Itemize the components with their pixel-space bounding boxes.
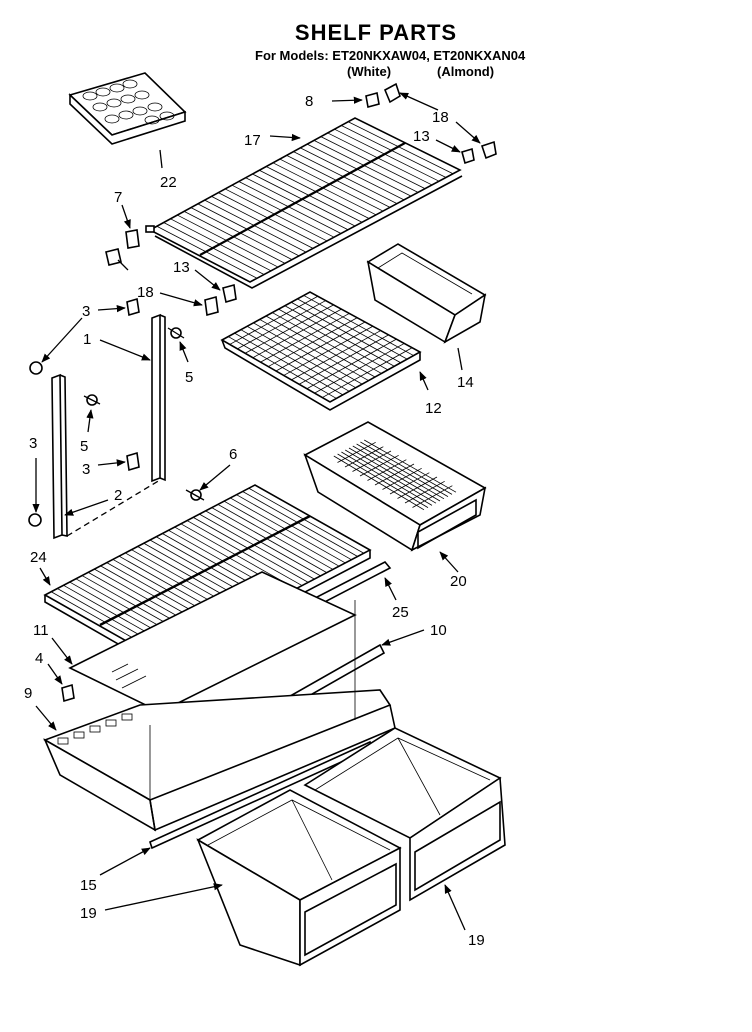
- bracket-part-18-lower: [204, 295, 219, 317]
- leader-25: [384, 577, 397, 601]
- leader-3b: [41, 317, 83, 363]
- models-line: For Models: ET20NKXAW04, ET20NKXAN04: [255, 48, 526, 63]
- leader-9: [35, 705, 57, 731]
- callout-15: 15: [80, 877, 97, 894]
- bracket-left-small: [105, 248, 122, 266]
- upper-wire-shelf-part-17: [145, 117, 463, 289]
- leader-1: [99, 339, 151, 361]
- leader-8: [331, 96, 363, 104]
- bin-part-14: [366, 243, 487, 344]
- rail-part-2: [51, 373, 68, 540]
- leader-19b: [444, 884, 466, 931]
- callout-7: 7: [114, 189, 122, 206]
- ice-tray-part-22: [68, 72, 187, 145]
- leader-5b: [86, 409, 94, 433]
- leader-3c: [97, 459, 126, 467]
- leader-12: [419, 371, 429, 391]
- callout-19a: 19: [80, 905, 97, 922]
- callout-1: 1: [83, 331, 91, 348]
- leader-22: [159, 149, 163, 169]
- callout-10: 10: [430, 622, 447, 639]
- leader-7: [121, 204, 131, 229]
- leader-20: [439, 551, 459, 573]
- leader-6: [199, 464, 231, 491]
- callout-3a: 3: [82, 303, 90, 320]
- clip-part-13-lower: [222, 283, 237, 304]
- callout-22: 22: [160, 174, 177, 191]
- callout-3b: 3: [29, 435, 37, 452]
- screw-part-6: [185, 489, 205, 501]
- callout-2: 2: [114, 487, 122, 504]
- callout-4: 4: [35, 650, 43, 667]
- leader-5a: [179, 341, 189, 363]
- crisper-part-19-right: [303, 727, 506, 902]
- leader-4: [47, 663, 63, 685]
- crisper-part-20: [303, 421, 487, 552]
- leader-14: [457, 347, 463, 371]
- callout-labels: 22 8 18 17 13 7 13 18 3 1 5 14 12 3 5 6 …: [24, 93, 485, 949]
- leader-24: [39, 567, 51, 586]
- callout-18a: 18: [432, 109, 449, 126]
- clip-part-4: [61, 683, 75, 703]
- rail-part-1: [151, 313, 166, 483]
- leader-18a-left: [399, 92, 439, 111]
- rail-connector: [66, 479, 161, 537]
- clip-part-13-upper: [461, 147, 475, 165]
- leader-19a: [104, 883, 223, 911]
- clips-part-3: [28, 297, 140, 527]
- callout-18b: 18: [137, 284, 154, 301]
- clip-part-7: [125, 229, 140, 249]
- callout-17: 17: [244, 132, 261, 149]
- bracket-part-18-upper: [383, 82, 497, 160]
- leader-10: [381, 629, 425, 646]
- callout-11: 11: [33, 622, 49, 639]
- variant-almond-label: (Almond): [437, 64, 495, 79]
- leader-13b: [194, 269, 221, 291]
- callout-14: 14: [457, 374, 474, 391]
- leader-3a: [97, 304, 126, 313]
- callout-3c: 3: [82, 461, 90, 478]
- callout-8: 8: [305, 93, 313, 110]
- leader-13a: [435, 139, 461, 153]
- leader-18b: [159, 292, 203, 307]
- crisper-part-19-left: [196, 789, 402, 967]
- callout-13b: 13: [173, 259, 190, 276]
- callout-12: 12: [425, 400, 442, 417]
- callout-25: 25: [392, 604, 409, 621]
- callout-9: 9: [24, 685, 32, 702]
- callout-5a: 5: [185, 369, 193, 386]
- callout-6: 6: [229, 446, 237, 463]
- leader-15: [99, 847, 151, 876]
- callout-19b: 19: [468, 932, 485, 949]
- screws-part-5: [83, 327, 185, 406]
- variant-white-label: (White): [347, 64, 392, 79]
- callout-20: 20: [450, 573, 467, 590]
- leader-bracket: [117, 259, 129, 271]
- diagram-title: SHELF PARTS: [294, 20, 458, 45]
- clip-part-8: [365, 91, 380, 109]
- callout-24: 24: [30, 549, 47, 566]
- shelf-part-12: [220, 291, 422, 411]
- callout-5b: 5: [80, 438, 88, 455]
- leader-11: [51, 637, 73, 665]
- leader-18a-right: [455, 121, 481, 144]
- crisper-frame-part-9: [43, 600, 396, 832]
- leader-17: [269, 133, 301, 142]
- leader-2: [64, 499, 109, 516]
- callout-13a: 13: [413, 128, 430, 145]
